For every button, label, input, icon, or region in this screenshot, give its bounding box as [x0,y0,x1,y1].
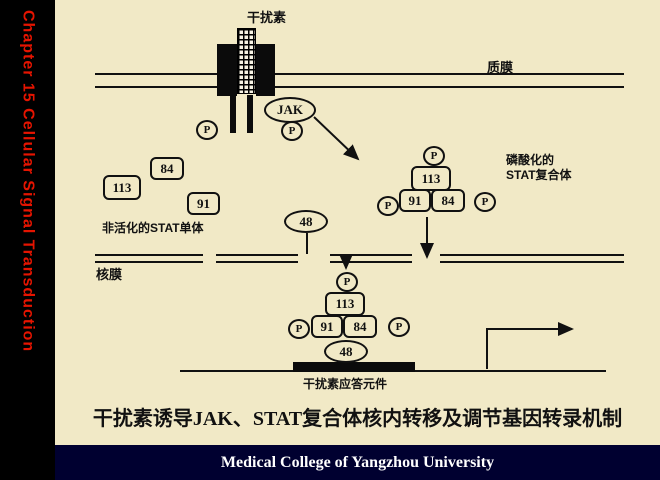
interferon-label: 干扰素 [247,10,287,25]
phosphate-p-badge: P [423,146,445,166]
phosphate-p-badge: P [196,120,218,140]
phosphate-p-badge: P [388,317,410,337]
phosphate-p-badge: P [281,121,303,141]
stat91-box: 91 [399,189,431,212]
response-element-label: 干扰素应答元件 [303,377,388,391]
receptor-right-subunit [256,44,275,96]
phosphate-p-badge: P [377,196,399,216]
stat91-box: 91 [311,315,343,338]
nuclear-membrane-label: 核膜 [96,267,123,282]
stat84-box: 84 [343,315,377,338]
receptor-hatched-bar [237,28,256,94]
inactive-stat-label: 非活化的STAT单体 [102,221,204,235]
phosphate-p-badge: P [474,192,496,212]
phosphate-p-badge: P [288,319,310,339]
p48-ellipse: 48 [324,340,368,363]
stat84-box: 84 [431,189,465,212]
footer-bar: Medical College of Yangzhou University [55,445,660,480]
phospho-stat-label-line1: 磷酸化的 [506,153,555,167]
stat113-box: 113 [325,292,365,316]
chapter-sidebar: Chapter 15 Cellular Signal Transduction [0,0,55,480]
stat113-box: 113 [103,175,141,200]
stat91-box: 91 [187,192,220,215]
jak-ellipse: JAK [264,97,316,123]
slide-caption: 干扰素诱导JAK、STAT复合体核内转移及调节基因转录机制 [92,408,623,430]
stat84-box: 84 [150,157,184,180]
chapter-title: Chapter 15 Cellular Signal Transduction [19,10,37,353]
footer-text: Medical College of Yangzhou University [220,453,495,471]
plasma-membrane-label: 质膜 [487,60,514,75]
stat113-box: 113 [411,166,451,191]
p48-ellipse: 48 [284,210,328,233]
phosphate-p-badge: P [336,272,358,292]
receptor-stem-left [230,95,236,133]
interferon-response-element-bar [293,362,415,372]
receptor-stem-right [247,95,253,133]
phospho-stat-label-line2: STAT复合体 [506,168,572,182]
receptor-left-subunit [217,44,237,96]
